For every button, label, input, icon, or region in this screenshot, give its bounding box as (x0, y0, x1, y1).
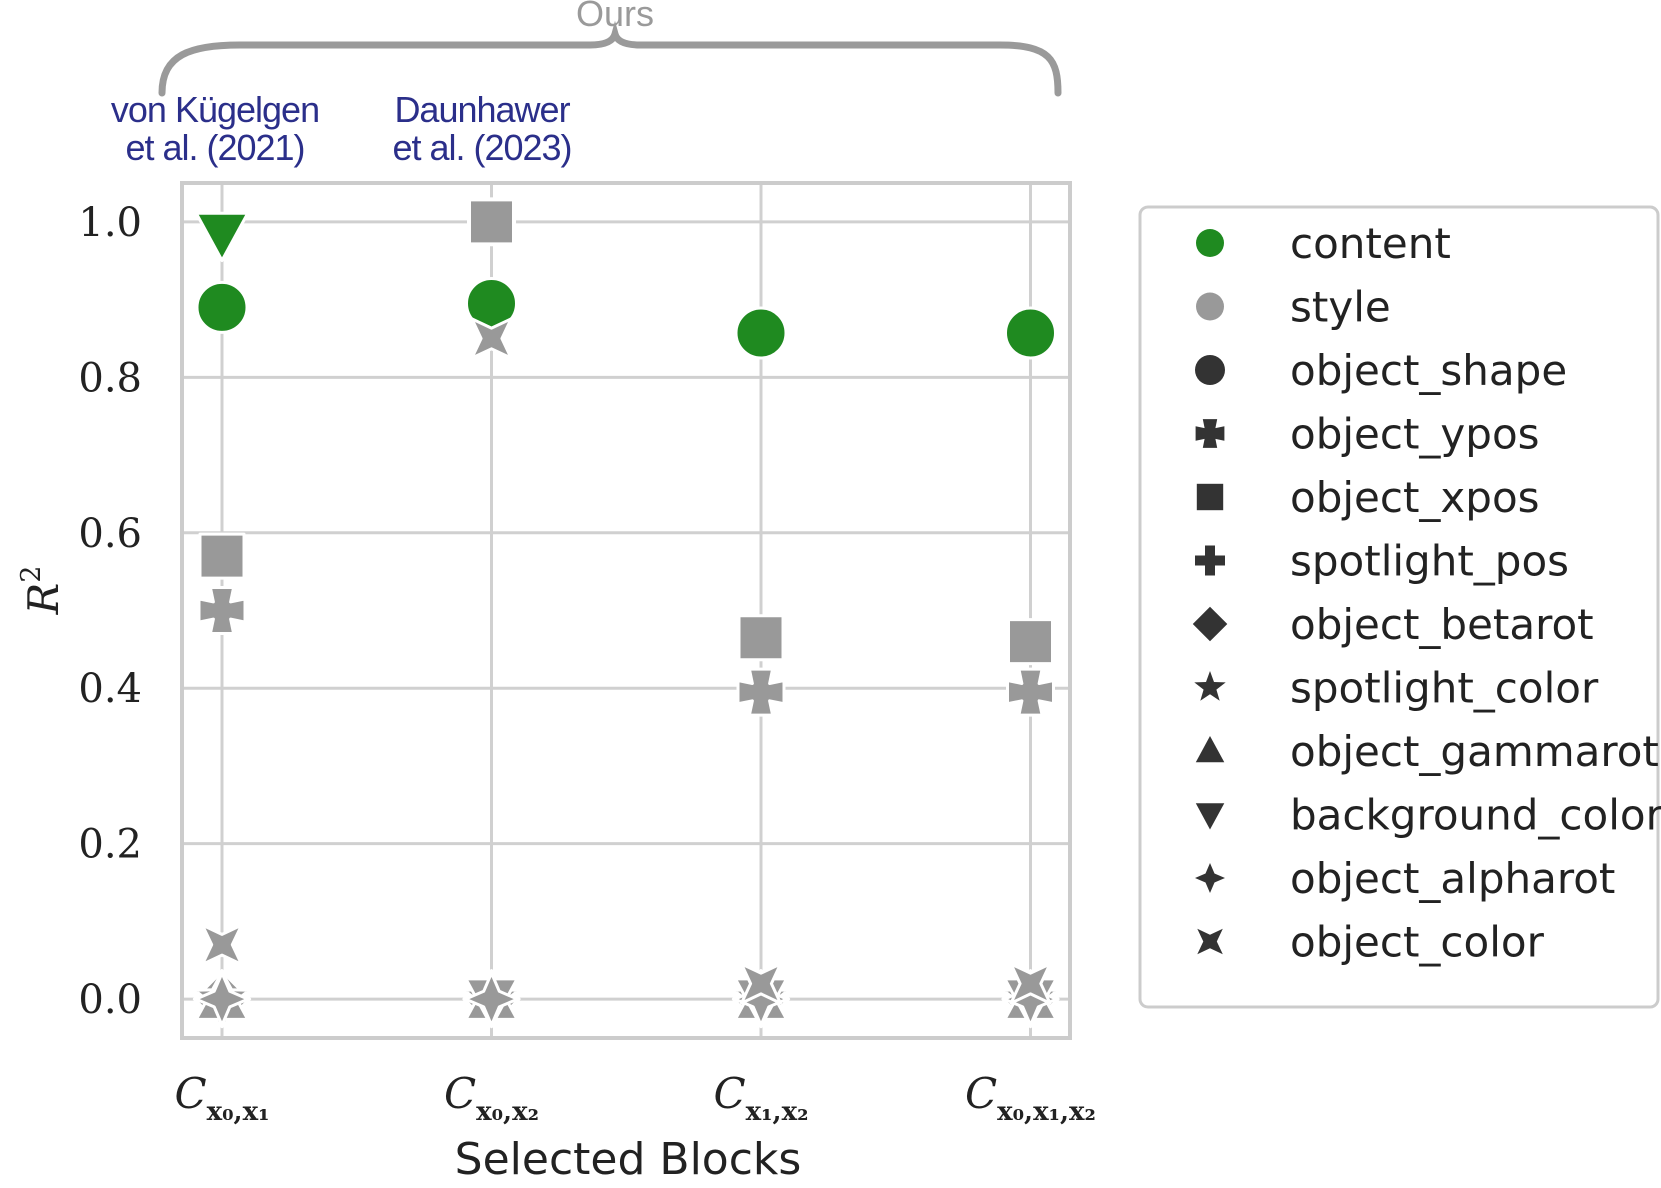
y-axis-title: R2 (16, 566, 68, 616)
y-tick-label: 0.4 (78, 666, 142, 712)
marker-object-alpharot (464, 971, 519, 1027)
legend-label: style (1290, 283, 1391, 332)
x-tick-labels: Cx₀,x₁ Cx₀,x₂ Cx₁,x₂ Cx₀,x₁,x₂ (175, 1069, 1096, 1127)
marker-object-shape (195, 280, 249, 334)
x-tick-label: Cx₁,x₂ (714, 1069, 809, 1127)
y-tick-label: 0.6 (78, 511, 142, 557)
legend-marker-style (1196, 292, 1224, 321)
grid (182, 183, 1070, 1038)
legend-marker-object-betarot (1192, 606, 1228, 642)
legend: content style object_shape object_yposobjec… (1192, 219, 1661, 967)
ref1-line2: et al. (2021) (125, 127, 304, 168)
marker-object-color (200, 923, 244, 966)
legend-marker-background-color (1195, 803, 1225, 830)
marker-object-xpos (1007, 618, 1054, 666)
legend-label: object_betarot (1290, 600, 1594, 649)
y-axis-title-main: R (19, 583, 68, 616)
y-tick-label: 0.2 (78, 822, 142, 868)
legend-marker-object-alpharot (1195, 863, 1225, 893)
x-tick-label: Cx₀,x₂ (444, 1069, 539, 1127)
legend-marker-object-ypos (1195, 419, 1225, 448)
legend-box (1138, 205, 1660, 1009)
marker-object-ypos (1006, 667, 1055, 717)
legend-label: object_xpos (1290, 473, 1540, 522)
legend-marker-object-color (1197, 928, 1223, 955)
marker-object-color (1009, 962, 1052, 1005)
marker-background-color (194, 211, 250, 262)
marker-object-ypos (736, 667, 786, 717)
plot-frame (180, 181, 1072, 1040)
y-tick-label: 0.8 (78, 355, 142, 401)
marker-object-color (740, 962, 782, 1005)
legend-marker-object-shape (1195, 355, 1225, 385)
legend-marker-content (1196, 229, 1224, 257)
legend-label: object_alpharot (1290, 854, 1615, 903)
marker-object-xpos (737, 614, 785, 662)
y-tick-label: 1.0 (78, 200, 142, 246)
ours-label: Ours (576, 0, 654, 34)
legend-label: content (1290, 219, 1451, 268)
marker-object-alpharot (194, 971, 250, 1027)
x-tick-label: Cx₀,x₁ (175, 1069, 270, 1127)
ref2-line1: Daunhawer (394, 89, 570, 130)
marker-object-xpos (468, 198, 515, 246)
legend-label: background_color (1290, 791, 1661, 840)
ref1-line1: von Kügelgen (111, 89, 319, 130)
marker-object-ypos (197, 586, 247, 635)
marker-object-shape (734, 306, 788, 360)
legend-label: object_color (1290, 918, 1545, 967)
legend-label: spotlight_color (1290, 664, 1599, 713)
legend-marker-object-xpos (1196, 483, 1224, 511)
marker-object-xpos (198, 532, 246, 580)
x-tick-label: Cx₀,x₁,x₂ (965, 1069, 1096, 1127)
y-axis-title-sup: 2 (16, 566, 47, 583)
y-tick-labels: 0.0 0.2 0.4 0.6 0.8 1.0 (78, 200, 142, 1023)
marker-object-color (470, 317, 513, 360)
x-axis-title: Selected Blocks (455, 1134, 802, 1185)
marker-object-shape (1004, 306, 1057, 360)
legend-marker-spotlight-color (1194, 671, 1226, 701)
ours-brace (158, 20, 1062, 97)
y-tick-label: 0.0 (78, 977, 142, 1023)
ref2-line2: et al. (2023) (392, 127, 571, 168)
legend-marker-spotlight-pos (1195, 545, 1225, 576)
legend-label: object_gammarot (1290, 727, 1659, 776)
legend-label: object_ypos (1290, 410, 1540, 459)
legend-label: object_shape (1290, 346, 1567, 395)
data-markers (192, 197, 1060, 1029)
legend-label: spotlight_pos (1290, 537, 1569, 586)
legend-marker-object-gammarot (1195, 736, 1225, 763)
